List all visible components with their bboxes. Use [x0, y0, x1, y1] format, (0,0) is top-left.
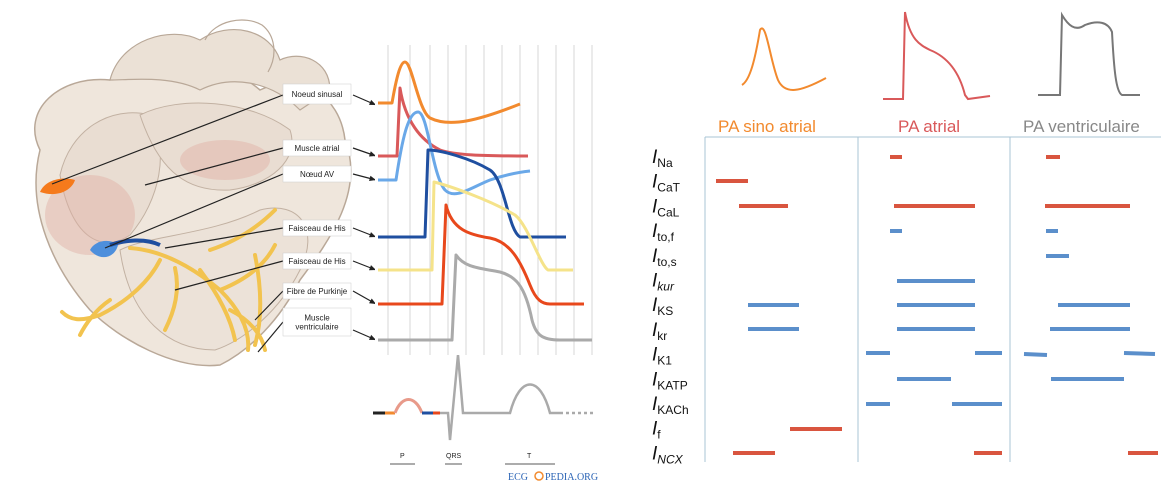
ap-icon-sino-atrial [741, 27, 827, 91]
current-label-f: If [652, 419, 661, 442]
arrowhead-icon [369, 298, 376, 304]
heart-label-sinus: Noeud sinusal [292, 90, 343, 99]
current-label-tos: Ito,s [652, 246, 677, 269]
ion-current-table: PA sino atrial PA atrial PA ventriculair… [652, 11, 1161, 466]
heart-label-ventricle: ventriculaire [295, 323, 339, 332]
current-label-k1: IK1 [652, 345, 672, 368]
current-label-kur: Ikur [652, 271, 675, 294]
current-label-na: INa [652, 147, 673, 170]
arrowhead-icon [369, 151, 376, 157]
current-label-kr: Ikr [652, 320, 667, 343]
atrial-activation-blush-2 [180, 140, 270, 180]
column-title-atrial: PA atrial [898, 117, 960, 136]
ap-icon-ventricular [1038, 11, 1140, 96]
heart-label-av: Nœud AV [300, 170, 335, 179]
atrial-activation-blush [45, 175, 135, 255]
ecg-label-t: T [527, 453, 532, 460]
current-label-kach: IKACh [652, 394, 689, 417]
leader-line-his1 [164, 227, 284, 249]
trace-sinus-node [378, 60, 521, 124]
ap-trace-panel [375, 45, 593, 355]
current-label-cat: ICaT [652, 172, 681, 195]
leader-line-his2 [174, 260, 284, 291]
ecg-label-qrs: QRS [446, 453, 462, 460]
right-atrium [59, 112, 161, 243]
current-label-tof: Ito,f [652, 221, 675, 244]
heart-label-ventricle: Muscle [304, 314, 330, 323]
leader-line-av [104, 173, 284, 249]
label-box-his2 [282, 252, 352, 270]
heart-label-atrial: Muscle atrial [295, 144, 340, 153]
leader-line-purkinje [254, 290, 284, 321]
heart-label-his2: Faisceau de His [288, 257, 345, 266]
heart-label-his1: Faisceau de His [288, 224, 345, 233]
arrowhead-icon [369, 334, 376, 340]
ap-icon-atrial [883, 11, 991, 101]
label-box-av [282, 165, 352, 183]
bar-ik1-ventricular-late [1123, 351, 1156, 356]
ecgpedia-credit: ECG PEDIA.ORG [508, 471, 598, 483]
leader-line-ventricle [257, 321, 284, 353]
ecg-strip: P QRS T [373, 354, 595, 465]
current-bars [716, 155, 1158, 455]
label-box-purkinje [282, 282, 352, 300]
label-box-his1 [282, 219, 352, 237]
trace-his-bundle [378, 148, 566, 239]
arrowhead-icon [369, 232, 376, 238]
credit-pedia: PEDIA.ORG [545, 472, 598, 483]
arrowhead-icon [369, 99, 376, 105]
current-label-katp: IKATP [652, 369, 688, 392]
arrowhead-icon [369, 265, 376, 271]
label-box-sinus [282, 83, 352, 105]
leader-line-atrial [144, 147, 284, 186]
trace-ventricular-muscle [378, 253, 592, 342]
heart-top-vessels [109, 29, 331, 111]
current-labels: INaICaTICaLIto,fIto,sIkurIKSIkrIK1IKATPI… [652, 147, 689, 466]
sinus-node [40, 178, 75, 195]
current-label-ks: IKS [652, 295, 673, 318]
trace-his-bundle-2 [378, 180, 573, 272]
current-label-ncx: INCX [652, 443, 684, 466]
trace-purkinje [378, 203, 584, 306]
bar-ik1-ventricular-early [1023, 352, 1048, 357]
aorta [204, 19, 275, 73]
arrowhead-icon [369, 175, 376, 182]
column-title-ventricular: PA ventriculaire [1023, 117, 1140, 136]
current-label-cal: ICaL [652, 196, 680, 219]
credit-ecg: ECG [508, 472, 528, 483]
column-title-sino-atrial: PA sino atrial [718, 117, 816, 136]
ecg-label-p: P [400, 453, 405, 460]
purkinje-fibers [60, 208, 277, 352]
leader-line-sinus [51, 94, 284, 185]
heart-label-purkinje: Fibre de Purkinje [287, 287, 348, 296]
credit-logo-icon [534, 471, 544, 481]
label-box-ventricle [282, 307, 352, 337]
label-box-atrial [282, 139, 352, 157]
